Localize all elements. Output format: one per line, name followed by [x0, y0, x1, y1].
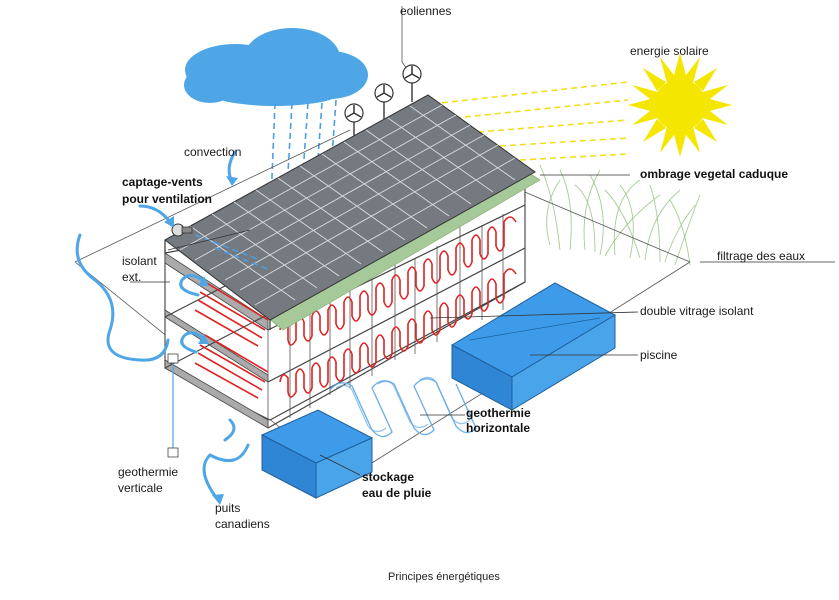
- rain-cloud: [184, 28, 368, 106]
- label-isolant-1: isolant: [122, 254, 157, 268]
- label-puits-1: puits: [215, 501, 240, 515]
- label-puits-2: canadiens: [215, 517, 270, 531]
- label-eoliennes: eoliennes: [400, 4, 451, 18]
- label-convection: convection: [184, 145, 241, 159]
- vertical-geothermal-probe-icon: [167, 353, 179, 458]
- airflow-arrows: [75, 150, 250, 505]
- label-double-vitrage: double vitrage isolant: [640, 304, 754, 318]
- label-isolant-2: ext.: [122, 270, 141, 284]
- reed-plants: [539, 164, 701, 266]
- horizontal-geothermal-coil: [329, 376, 477, 438]
- sun-icon: [628, 53, 732, 157]
- floor-heating-coils: [194, 216, 517, 399]
- pool: [450, 282, 617, 411]
- label-energie-solaire: energie solaire: [630, 44, 709, 58]
- label-captage-1: captage-vents: [122, 175, 203, 189]
- label-geothermie-verticale-2: verticale: [118, 481, 163, 495]
- label-ombrage: ombrage vegetal caduque: [640, 167, 788, 181]
- label-stockage-2: eau de pluie: [362, 486, 432, 500]
- label-captage-2: pour ventilation: [122, 192, 212, 206]
- caption: Principes énergétiques: [388, 571, 500, 583]
- label-geothermie-horizontale-1: geothermie: [466, 406, 531, 420]
- ventilation-dash-lines: [194, 234, 271, 271]
- label-stockage-1: stockage: [362, 470, 414, 484]
- label-piscine: piscine: [640, 348, 678, 362]
- rainwater-tank: [260, 409, 374, 499]
- label-geothermie-verticale-1: geothermie: [118, 465, 178, 479]
- wind-capture-vent: [171, 223, 193, 237]
- label-geothermie-horizontale-2: horizontale: [466, 421, 530, 435]
- leader-lines: [130, 174, 835, 476]
- wind-turbines: [344, 6, 422, 141]
- solar-panel-roof: [164, 94, 536, 330]
- diagram-labels: eoliennes energie solaire ombrage vegeta…: [118, 4, 805, 583]
- label-filtrage: filtrage des eaux: [717, 249, 805, 263]
- sun-rays: [431, 81, 629, 161]
